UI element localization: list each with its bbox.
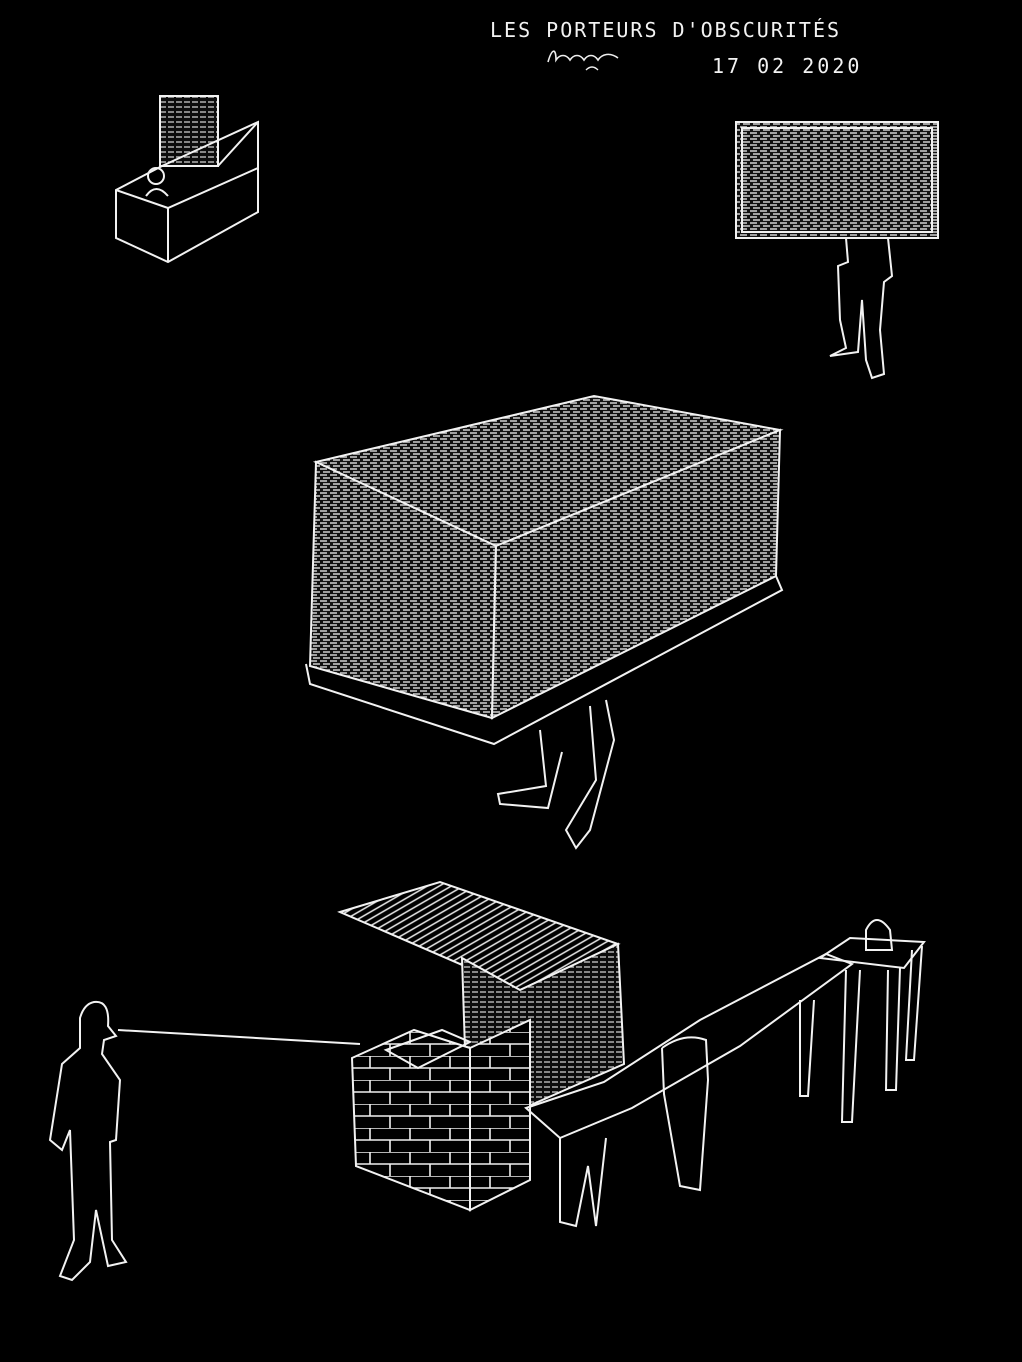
drawing-date: 17 02 2020 <box>712 54 863 78</box>
booth-sketch <box>115 95 259 264</box>
installation-sketch <box>48 880 926 1282</box>
panel-figure-sketch <box>735 121 939 380</box>
drawing-title: LES PORTEURS D'OBSCURITÉS <box>490 18 842 42</box>
carried-block-sketch <box>305 394 784 850</box>
signature-mark <box>547 50 619 71</box>
